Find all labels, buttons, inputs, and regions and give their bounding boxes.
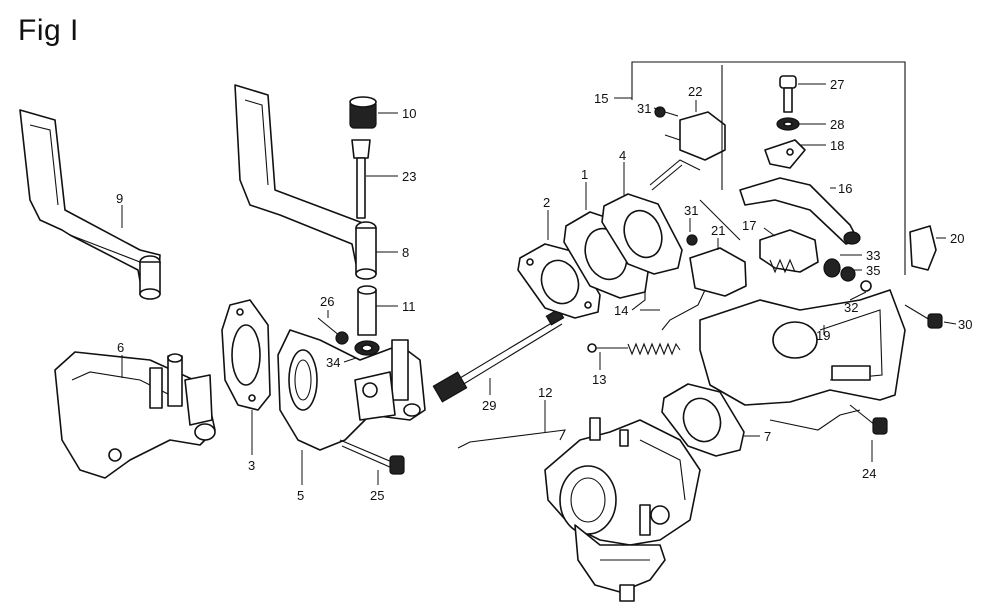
arm-part-18	[764, 139, 806, 169]
spring-part-13	[587, 342, 681, 356]
callout-26: 26	[320, 294, 334, 309]
callout-11: 11	[402, 299, 416, 314]
callout-27: 27	[830, 77, 844, 92]
gasket-part-7	[661, 383, 745, 457]
callout-15: 15	[594, 91, 608, 106]
callout-13: 13	[592, 372, 606, 387]
assembly-boundary-lines	[631, 61, 906, 431]
callout-34: 34	[326, 355, 340, 370]
callout-8: 8	[402, 245, 409, 260]
callout-3: 3	[248, 458, 255, 473]
callout-30: 30	[958, 317, 972, 332]
callout-32: 32	[844, 300, 858, 315]
screw-part-26	[317, 317, 349, 345]
callout-25: 25	[370, 488, 384, 503]
nut-part-35	[840, 266, 856, 282]
callout-10: 10	[402, 106, 416, 121]
callout-21: 21	[711, 223, 725, 238]
screw-part-31-lower	[686, 234, 698, 246]
callout-28: 28	[830, 117, 844, 132]
washer-part-33	[823, 258, 841, 278]
callout-20: 20	[950, 231, 964, 246]
callout-24: 24	[862, 466, 876, 481]
spacer-part-11	[357, 285, 377, 336]
callout-1: 1	[581, 167, 588, 182]
governor-arm-part-9	[19, 109, 161, 300]
callout-23: 23	[402, 169, 416, 184]
screw-part-31-upper	[654, 106, 679, 118]
callout-5: 5	[297, 488, 304, 503]
throttle-rod-part-29	[432, 308, 565, 403]
choke-rod-part-12	[457, 429, 566, 449]
callout-12: 12	[538, 385, 552, 400]
callout-16: 16	[838, 181, 852, 196]
callout-9: 9	[116, 191, 123, 206]
base-plate-part-19	[699, 289, 906, 406]
screw-part-32	[860, 280, 872, 292]
bolt-part-24	[849, 404, 888, 435]
leader-lines	[121, 83, 957, 485]
switch-part-21	[661, 247, 747, 331]
lever-part-16	[739, 177, 861, 245]
callout-7: 7	[764, 429, 771, 444]
callout-6: 6	[117, 340, 124, 355]
solenoid-part-22	[649, 111, 726, 191]
callout-labels: 9 10 23 8 11 26 34 6 3 5 25 29 12 2 1 4 …	[116, 77, 972, 503]
callout-31-upper: 31	[637, 101, 651, 116]
callout-4: 4	[619, 148, 626, 163]
bolt-part-23	[351, 139, 371, 219]
callout-22: 22	[688, 84, 702, 99]
callout-31-lower: 31	[684, 203, 698, 218]
bolt-part-30	[904, 304, 943, 329]
callout-2: 2	[543, 195, 550, 210]
gasket-part-3	[221, 299, 271, 411]
governor-lever-part-8	[234, 84, 377, 280]
callout-33: 33	[866, 248, 880, 263]
callout-14: 14	[614, 303, 628, 318]
callout-19: 19	[816, 328, 830, 343]
callout-35: 35	[866, 263, 880, 278]
callout-29: 29	[482, 398, 496, 413]
bolt-part-25	[339, 439, 405, 475]
governor-holder-part-6	[54, 351, 216, 479]
carburetor	[544, 417, 701, 602]
callout-18: 18	[830, 138, 844, 153]
washer-part-34	[354, 340, 380, 356]
intake-manifold-part-5	[277, 329, 426, 451]
screw-part-27	[779, 75, 797, 113]
nut-part-10	[349, 96, 377, 129]
bracket-part-17	[759, 229, 819, 274]
callout-17: 17	[742, 218, 756, 233]
clip-part-20	[909, 225, 937, 271]
figure-title: Fig I	[18, 14, 79, 47]
gasket-part-4	[601, 193, 683, 275]
washer-part-28	[776, 117, 800, 131]
